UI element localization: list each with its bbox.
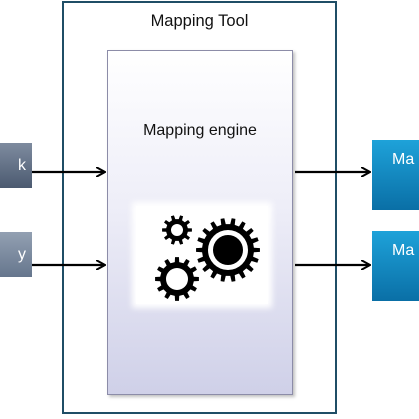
output-target-2: Ma xyxy=(372,231,419,301)
input-source-2: y xyxy=(0,232,32,277)
mapping-tool-title: Mapping Tool xyxy=(150,12,249,30)
output-target-1: Ma xyxy=(372,140,419,210)
input-source-1: k xyxy=(0,143,32,188)
gear-mid-shape xyxy=(155,257,199,301)
gear-small xyxy=(162,215,192,245)
gear-small-shape xyxy=(162,215,192,245)
mapping-engine-box: Mapping engine xyxy=(107,50,293,395)
gear-big-shape xyxy=(196,218,260,282)
mapping-engine-title: Mapping engine xyxy=(143,122,257,139)
gear-large xyxy=(196,218,260,282)
gear-medium xyxy=(155,257,199,301)
gears-icon xyxy=(136,206,268,304)
